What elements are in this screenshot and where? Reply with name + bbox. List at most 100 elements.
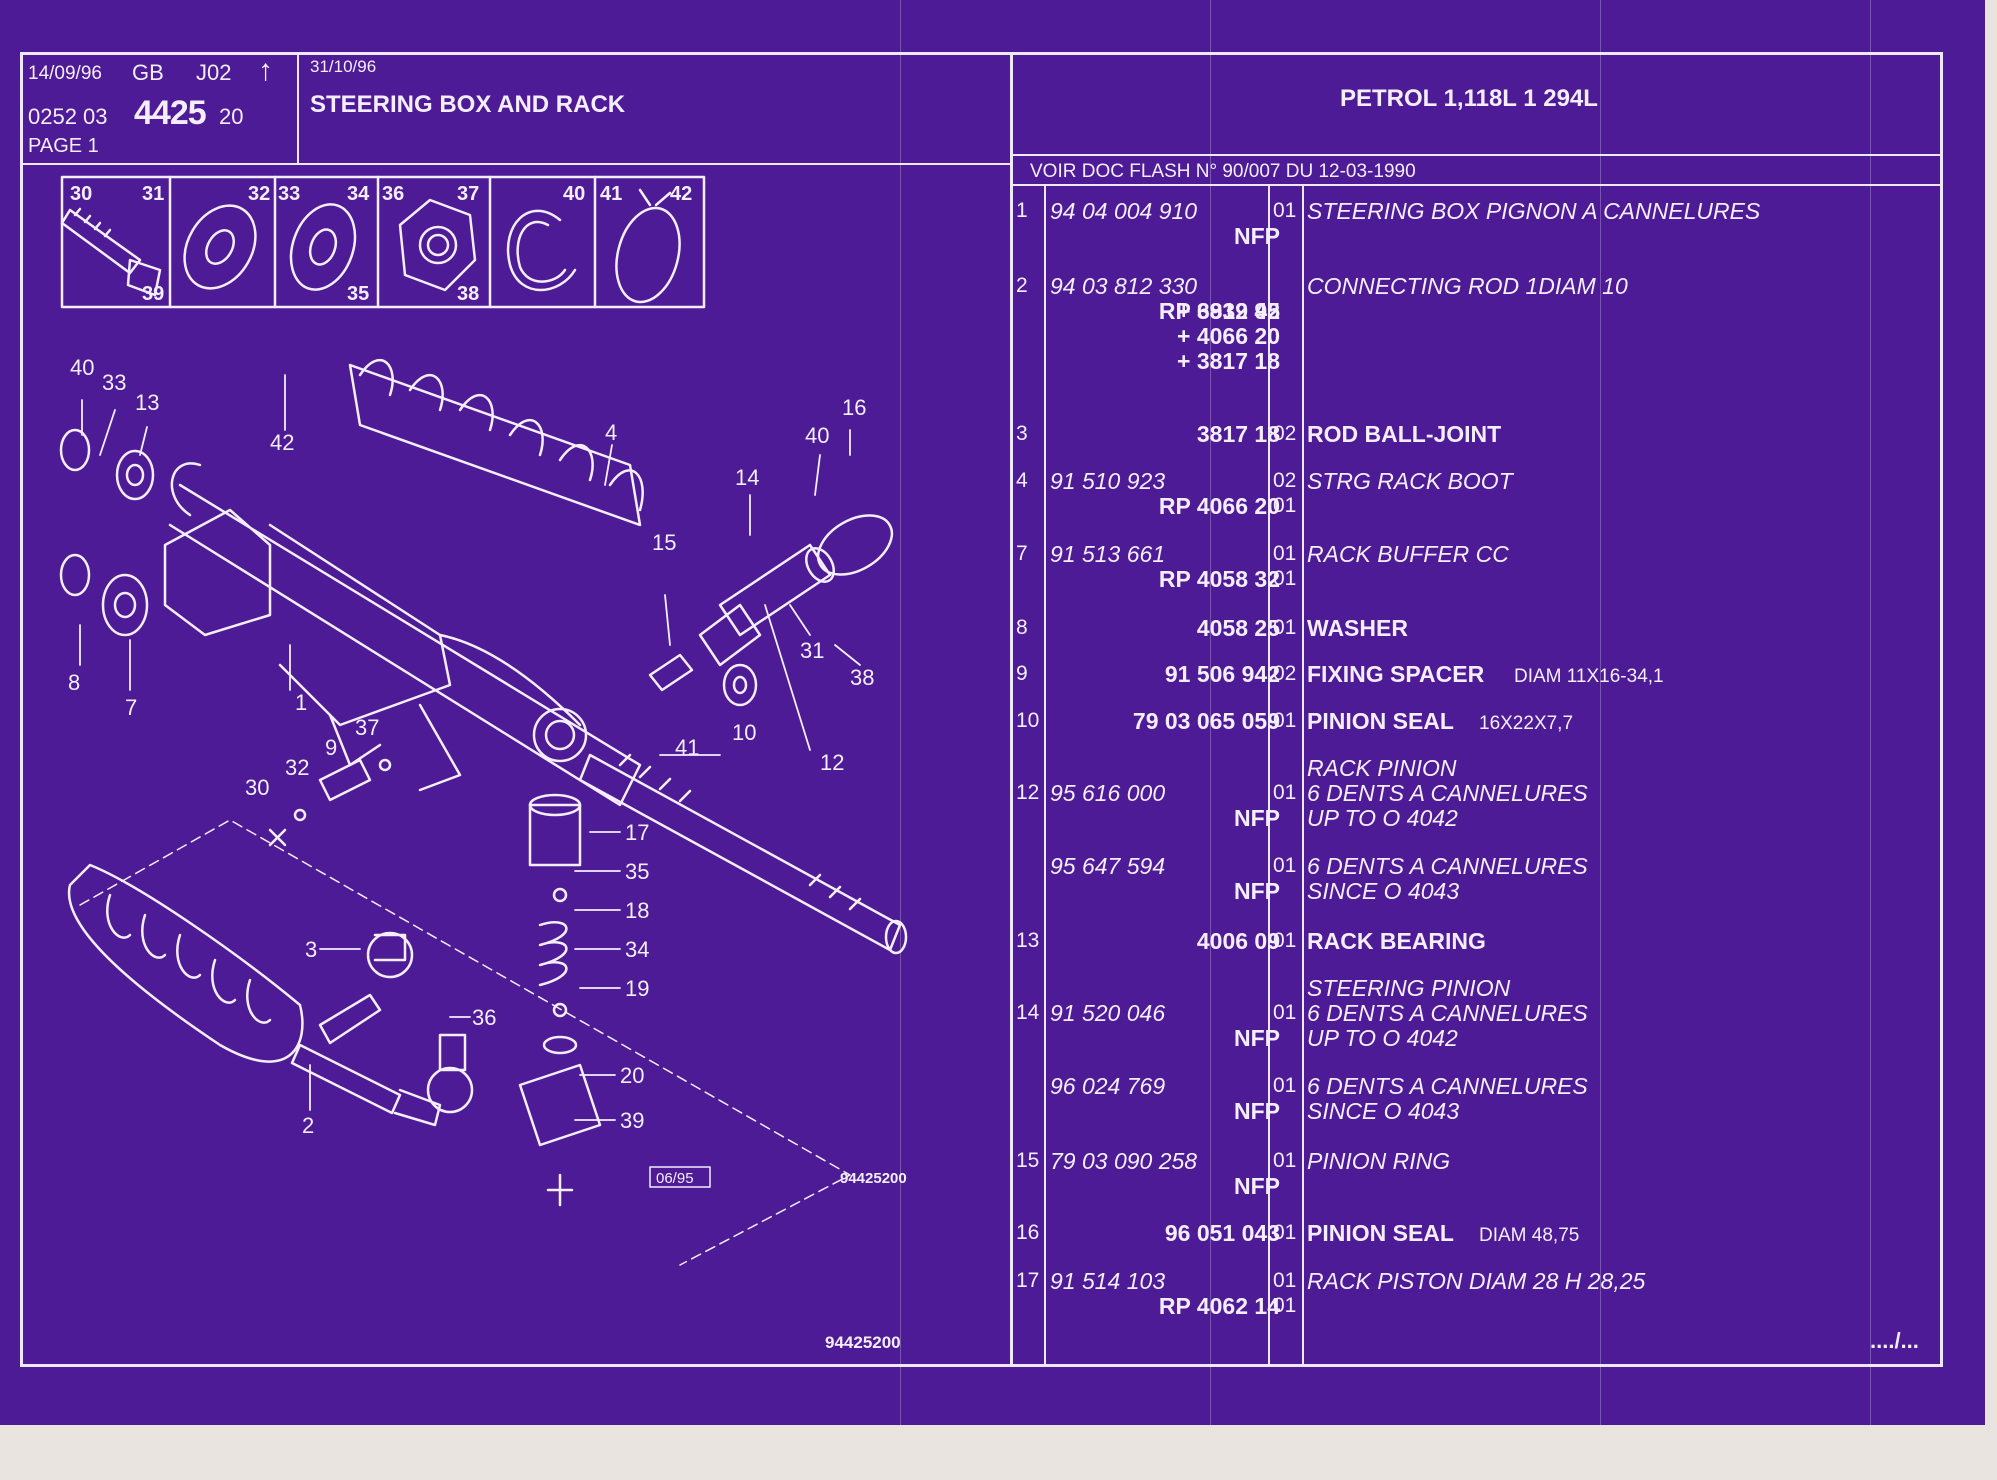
part-index: 14 [1016, 1001, 1040, 1024]
left-washers [59, 428, 155, 637]
part-reference: 79 03 090 258 [1050, 1148, 1198, 1174]
part-quantity: 01 [1273, 1001, 1297, 1024]
ref-main: 4425 [134, 94, 207, 132]
part-description: 6 DENTS A CANNELURES [1307, 1000, 1588, 1026]
part-index: 17 [1016, 1269, 1040, 1292]
part-description: PINION SEAL [1307, 1220, 1454, 1246]
callout-15: 15 [652, 530, 676, 555]
part-reference: 95 616 000 [1050, 780, 1166, 806]
callout-42: 42 [270, 430, 294, 455]
callout-19: 19 [625, 976, 649, 1001]
part-reference: 91 514 103 [1050, 1268, 1166, 1294]
header-rule-right [1010, 154, 1942, 156]
date-right: 31/10/96 [310, 57, 377, 76]
bolt-icon [60, 207, 162, 297]
part-quantity: 02 [1273, 422, 1297, 445]
part-quantity-secondary: 01 [1273, 1294, 1297, 1317]
part-reference-secondary: 4006 09 [1196, 928, 1280, 954]
part-reference-secondary: NFP [1234, 1173, 1280, 1199]
callout-7: 7 [125, 695, 137, 720]
part-reference-secondary: RP 4066 20 [1158, 493, 1280, 519]
parts-row: + 4066 20 [1010, 325, 1960, 375]
part-index: 7 [1016, 542, 1028, 565]
callout-9: 9 [325, 735, 337, 760]
part-reference-secondary: 91 506 942 [1164, 661, 1280, 687]
col-qty-divider [1268, 186, 1270, 1364]
hw-label: 33 [278, 183, 300, 205]
part-quantity: 01 [1273, 1074, 1297, 1097]
part-reference: 91 510 923 [1050, 468, 1166, 494]
part-description: RACK PISTON DIAM 28 H 28,25 [1307, 1268, 1646, 1294]
part-quantity-secondary: 01 [1273, 494, 1297, 517]
callout-30: 30 [245, 775, 269, 800]
hw-label: 37 [457, 183, 479, 205]
hardware-box-frame [60, 175, 706, 309]
ref-suffix: 20 [219, 104, 244, 129]
ball-joint [318, 931, 414, 1045]
header-rule-right2 [1010, 184, 1942, 186]
language-code: GB [132, 60, 164, 85]
part-reference: 91 520 046 [1050, 1000, 1166, 1026]
fixing-spacer [268, 758, 392, 847]
hw-label: 38 [457, 283, 479, 305]
rack-boot-upper [348, 359, 644, 527]
parts-row: + 3817 18 [1010, 350, 1960, 400]
callout-41: 41 [675, 735, 699, 760]
frame-bottom [20, 1364, 1942, 1367]
parts-row: RACK PINION [1010, 757, 1960, 807]
parts-row: + 6939 42 [1010, 300, 1960, 350]
hw-label: 30 [70, 183, 92, 205]
callout-16: 16 [842, 395, 866, 420]
part-quantity: 01 [1273, 1149, 1297, 1172]
tie-rod [290, 1033, 474, 1127]
part-index: 4 [1016, 469, 1028, 492]
part-reference-secondary: 4058 25 [1196, 615, 1280, 641]
callout-2: 2 [302, 1113, 314, 1138]
part-index: 10 [1016, 709, 1040, 732]
callout-36: 36 [472, 1005, 496, 1030]
hw-label: 40 [563, 183, 585, 205]
part-description-line2: SINCE O 4043 [1307, 1098, 1460, 1124]
part-description-extra: 16X22X7,7 [1479, 713, 1574, 734]
header-rule-left [20, 163, 1013, 165]
footer-code: 94425200 [825, 1333, 901, 1352]
rack-bar [578, 753, 908, 955]
ref-prefix: 0252 03 [28, 104, 108, 129]
part-description: RACK PINION [1307, 755, 1457, 781]
part-description-line2: UP TO O 4042 [1307, 805, 1458, 831]
part-description: RACK BEARING [1307, 928, 1486, 954]
hw-label: 31 [142, 183, 164, 205]
part-index: 3 [1016, 422, 1028, 445]
part-reference: 94 04 004 910 [1050, 198, 1198, 224]
part-index: 12 [1016, 781, 1040, 804]
frame-right [1940, 52, 1943, 1367]
part-quantity: 02 [1273, 469, 1297, 492]
part-quantity: 01 [1273, 542, 1297, 565]
flash-note: VOIR DOC FLASH N° 90/007 DU 12-03-1990 [1030, 161, 1416, 182]
col-desc-divider [1302, 186, 1304, 1364]
engine-title: PETROL 1,118L 1 294L [1340, 85, 1598, 112]
washer-icon [289, 203, 357, 291]
part-reference-secondary: NFP [1234, 223, 1280, 249]
up-arrow-icon: ↑ [258, 54, 273, 87]
spring-washer-icon [183, 204, 257, 290]
part-index: 1 [1016, 199, 1028, 222]
callout-14: 14 [735, 465, 759, 490]
col-ref-divider [1044, 186, 1046, 1364]
hw-label: 42 [670, 183, 692, 205]
part-quantity-secondary: 01 [1273, 567, 1297, 590]
callout-38: 38 [850, 665, 874, 690]
part-description: RACK BUFFER CC [1307, 541, 1509, 567]
callout-8: 8 [68, 670, 80, 695]
part-quantity: 01 [1273, 781, 1297, 804]
hw-label: 39 [142, 283, 164, 305]
snap-ring-icon [615, 188, 681, 304]
part-reference-secondary: + 6939 42 [1177, 298, 1280, 324]
